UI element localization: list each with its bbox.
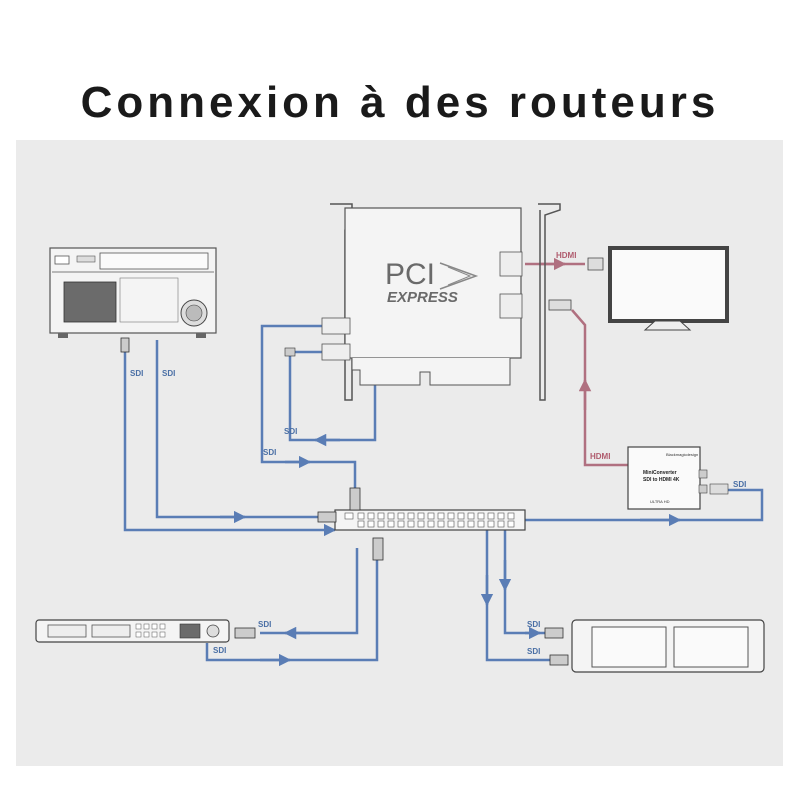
cable-recorder-upper: [260, 548, 359, 635]
label-sdi-card-lower: SDI: [263, 448, 276, 457]
label-hdmi-converter: HDMI: [590, 452, 610, 461]
mini-converter: Blackmagicdesign MiniConverter SDI to HD…: [627, 446, 729, 510]
pcie-card: PCI EXPRESS: [284, 203, 561, 401]
label-sdi-monitor-upper: SDI: [527, 620, 540, 629]
converter-brand: Blackmagicdesign: [666, 452, 698, 457]
label-sdi-recorder-upper: SDI: [258, 620, 271, 629]
label-sdi-card-upper: SDI: [284, 427, 297, 436]
label-sdi-recorder-lower: SDI: [213, 646, 226, 655]
cable-recorder-lower: [205, 560, 379, 662]
label-sdi-converter: SDI: [733, 480, 746, 489]
video-router: [317, 487, 526, 561]
television: [587, 246, 729, 331]
cable-deck-left: [123, 350, 245, 532]
video-deck: [49, 247, 217, 353]
cable-deck-right: [155, 340, 320, 519]
label-sdi-deck-right: SDI: [162, 369, 175, 378]
pcie-label-2: EXPRESS: [387, 289, 458, 306]
label-sdi-monitor-lower: SDI: [527, 647, 540, 656]
converter-name: MiniConverter: [643, 470, 677, 476]
pcie-label-1: PCI: [385, 258, 435, 291]
cable-hdmi-converter: [571, 309, 628, 467]
label-hdmi-top: HDMI: [556, 251, 576, 260]
converter-model: SDI to HDMI 4K: [643, 477, 680, 483]
label-sdi-deck-left: SDI: [130, 369, 143, 378]
hdmi-plug: [548, 299, 572, 311]
video-recorder: [35, 619, 256, 643]
converter-ultra-hd: ULTRA HD: [650, 499, 670, 504]
diagram-title: Connexion à des routeurs: [80, 78, 720, 127]
cable-monitor-lower: [485, 530, 550, 662]
cable-monitor-upper: [503, 530, 545, 635]
dual-monitor: [544, 619, 765, 673]
cable-card-upper: [260, 324, 357, 490]
